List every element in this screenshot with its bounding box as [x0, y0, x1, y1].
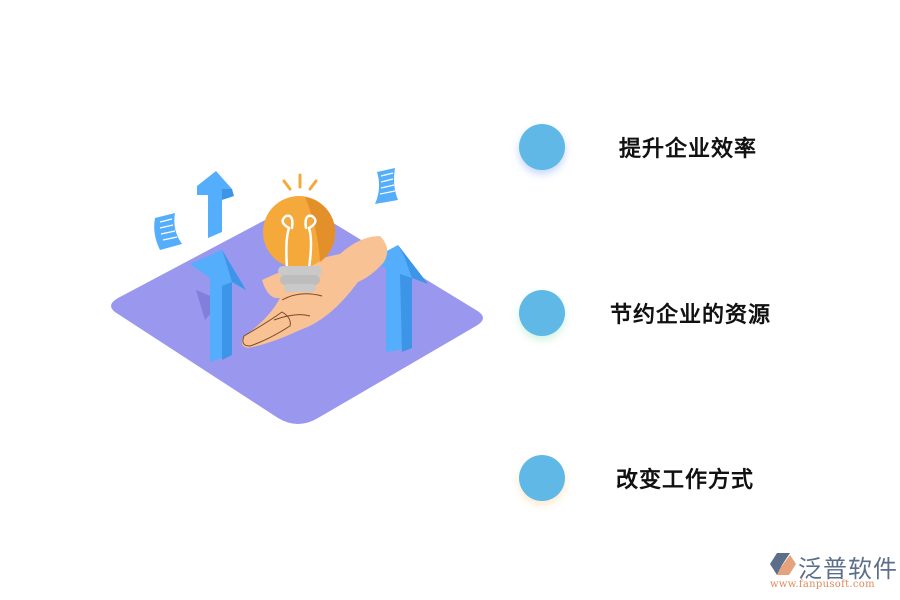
- logo-mark-icon: [770, 553, 796, 575]
- feature-point-work-style: 改变工作方式: [519, 455, 819, 501]
- light-bulb-icon: [263, 173, 336, 292]
- feature-label: 提升企业效率: [619, 137, 758, 162]
- arrow-up-icon: [190, 250, 246, 362]
- arrow-up-icon: [197, 171, 234, 238]
- brand-url: www.fanpusoft.com: [770, 579, 875, 590]
- brand-name: 泛普软件: [798, 555, 898, 583]
- brand-logo: 泛普软件 www.fanpusoft.com: [768, 549, 898, 593]
- feature-label: 节约企业的资源: [610, 303, 772, 328]
- bullet-circle-icon: [519, 290, 565, 336]
- document-icon: [154, 213, 182, 250]
- arrow-up-icon: [370, 245, 428, 352]
- feature-label: 改变工作方式: [616, 468, 755, 493]
- feature-point-resources: 节约企业的资源: [519, 290, 819, 336]
- bullet-circle-icon: [519, 124, 565, 170]
- bullet-circle-icon: [519, 455, 565, 501]
- hand-icon: [241, 236, 388, 348]
- feature-point-efficiency: 提升企业效率: [519, 124, 819, 170]
- document-icon: [375, 168, 398, 204]
